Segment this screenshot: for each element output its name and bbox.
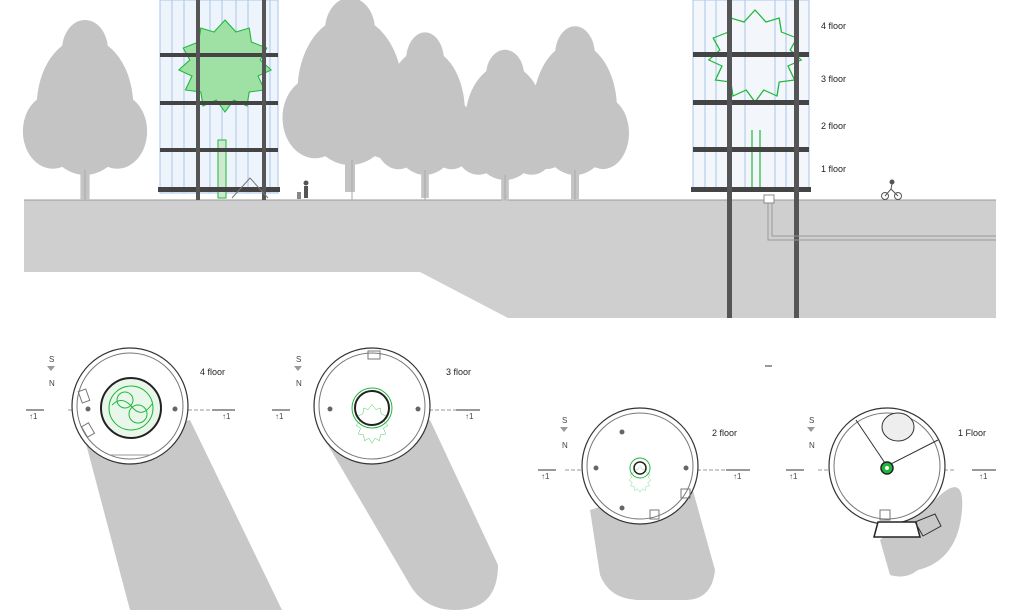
plan-label: 1 Floor bbox=[958, 428, 986, 438]
section-cut-mark: ↑1 bbox=[222, 412, 231, 421]
plan-label: 2 floor bbox=[712, 428, 737, 438]
plan-4-floor: 4 floor S N ↑1 ↑1 bbox=[26, 347, 282, 610]
compass-south: S bbox=[49, 355, 54, 364]
cyclist-figure bbox=[881, 179, 902, 200]
north-arrow-icon bbox=[294, 366, 302, 371]
compass-south: S bbox=[296, 355, 301, 364]
north-arrow-icon bbox=[560, 427, 568, 432]
section-cut-mark: ↑1 bbox=[733, 472, 742, 481]
section-cut-mark: ↑1 bbox=[979, 472, 988, 481]
section-cut-mark: ↑1 bbox=[29, 412, 38, 421]
tree-green-left bbox=[178, 19, 272, 199]
plan-2-floor: 2 floor S N ↑1 ↑1 bbox=[538, 407, 750, 600]
north-arrow-icon bbox=[807, 427, 815, 432]
compass-north: N bbox=[296, 379, 302, 388]
plan-1-floor: 1 Floor S N ↑1 ↑1 bbox=[786, 407, 996, 577]
floor-label-2: 2 floor bbox=[821, 121, 846, 131]
section-cut-mark: ↑1 bbox=[541, 472, 550, 481]
compass-north: N bbox=[809, 441, 815, 450]
compass-north: N bbox=[562, 441, 568, 450]
compass: S N bbox=[294, 355, 302, 388]
tower-section-right bbox=[691, 0, 996, 318]
compass-north: N bbox=[49, 379, 55, 388]
background-trees bbox=[22, 0, 629, 202]
compass-south: S bbox=[562, 416, 567, 425]
plan-shadow bbox=[85, 420, 282, 610]
compass: S N bbox=[47, 355, 55, 388]
section-cut-mark: ↑1 bbox=[275, 412, 284, 421]
plan-shadow bbox=[325, 420, 498, 610]
compass: S N bbox=[807, 416, 815, 450]
plan-label: 3 floor bbox=[446, 367, 471, 377]
site-section: 4 floor 3 floor 2 floor 1 floor bbox=[22, 0, 996, 318]
compass-south: S bbox=[809, 416, 814, 425]
tower-elevation-left bbox=[158, 0, 280, 200]
compass: S N bbox=[560, 416, 568, 450]
section-cut-mark: ↑1 bbox=[465, 412, 474, 421]
floor-label-4: 4 floor bbox=[821, 21, 846, 31]
plan-label: 4 floor bbox=[200, 367, 225, 377]
floor-label-1: 1 floor bbox=[821, 164, 846, 174]
plan-3-floor: 3 floor S N ↑1 ↑1 bbox=[272, 347, 498, 610]
tree-outline-green bbox=[708, 9, 802, 188]
floor-label-3: 3 floor bbox=[821, 74, 846, 84]
pedestrian-figure bbox=[297, 180, 309, 199]
tree-trunks bbox=[84, 160, 576, 200]
north-arrow-icon bbox=[47, 366, 55, 371]
section-cut-mark: ↑1 bbox=[789, 472, 798, 481]
ground-section bbox=[24, 200, 996, 318]
